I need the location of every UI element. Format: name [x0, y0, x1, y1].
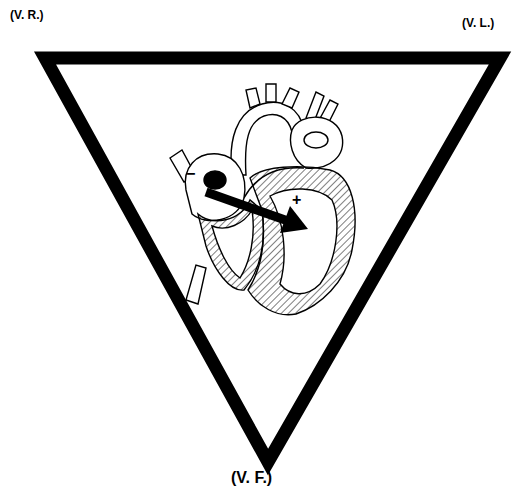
- polarity-sign: +: [292, 192, 301, 208]
- lead-triangle: [45, 58, 500, 462]
- polarity-sign: −: [186, 166, 195, 182]
- heart-illustration: [170, 84, 355, 315]
- lead-label: (V. R.): [10, 9, 44, 21]
- lead-label: (V. L.): [462, 17, 494, 29]
- lead-label: (V. F.): [231, 470, 272, 486]
- electrical-axis-arrow: [206, 192, 308, 233]
